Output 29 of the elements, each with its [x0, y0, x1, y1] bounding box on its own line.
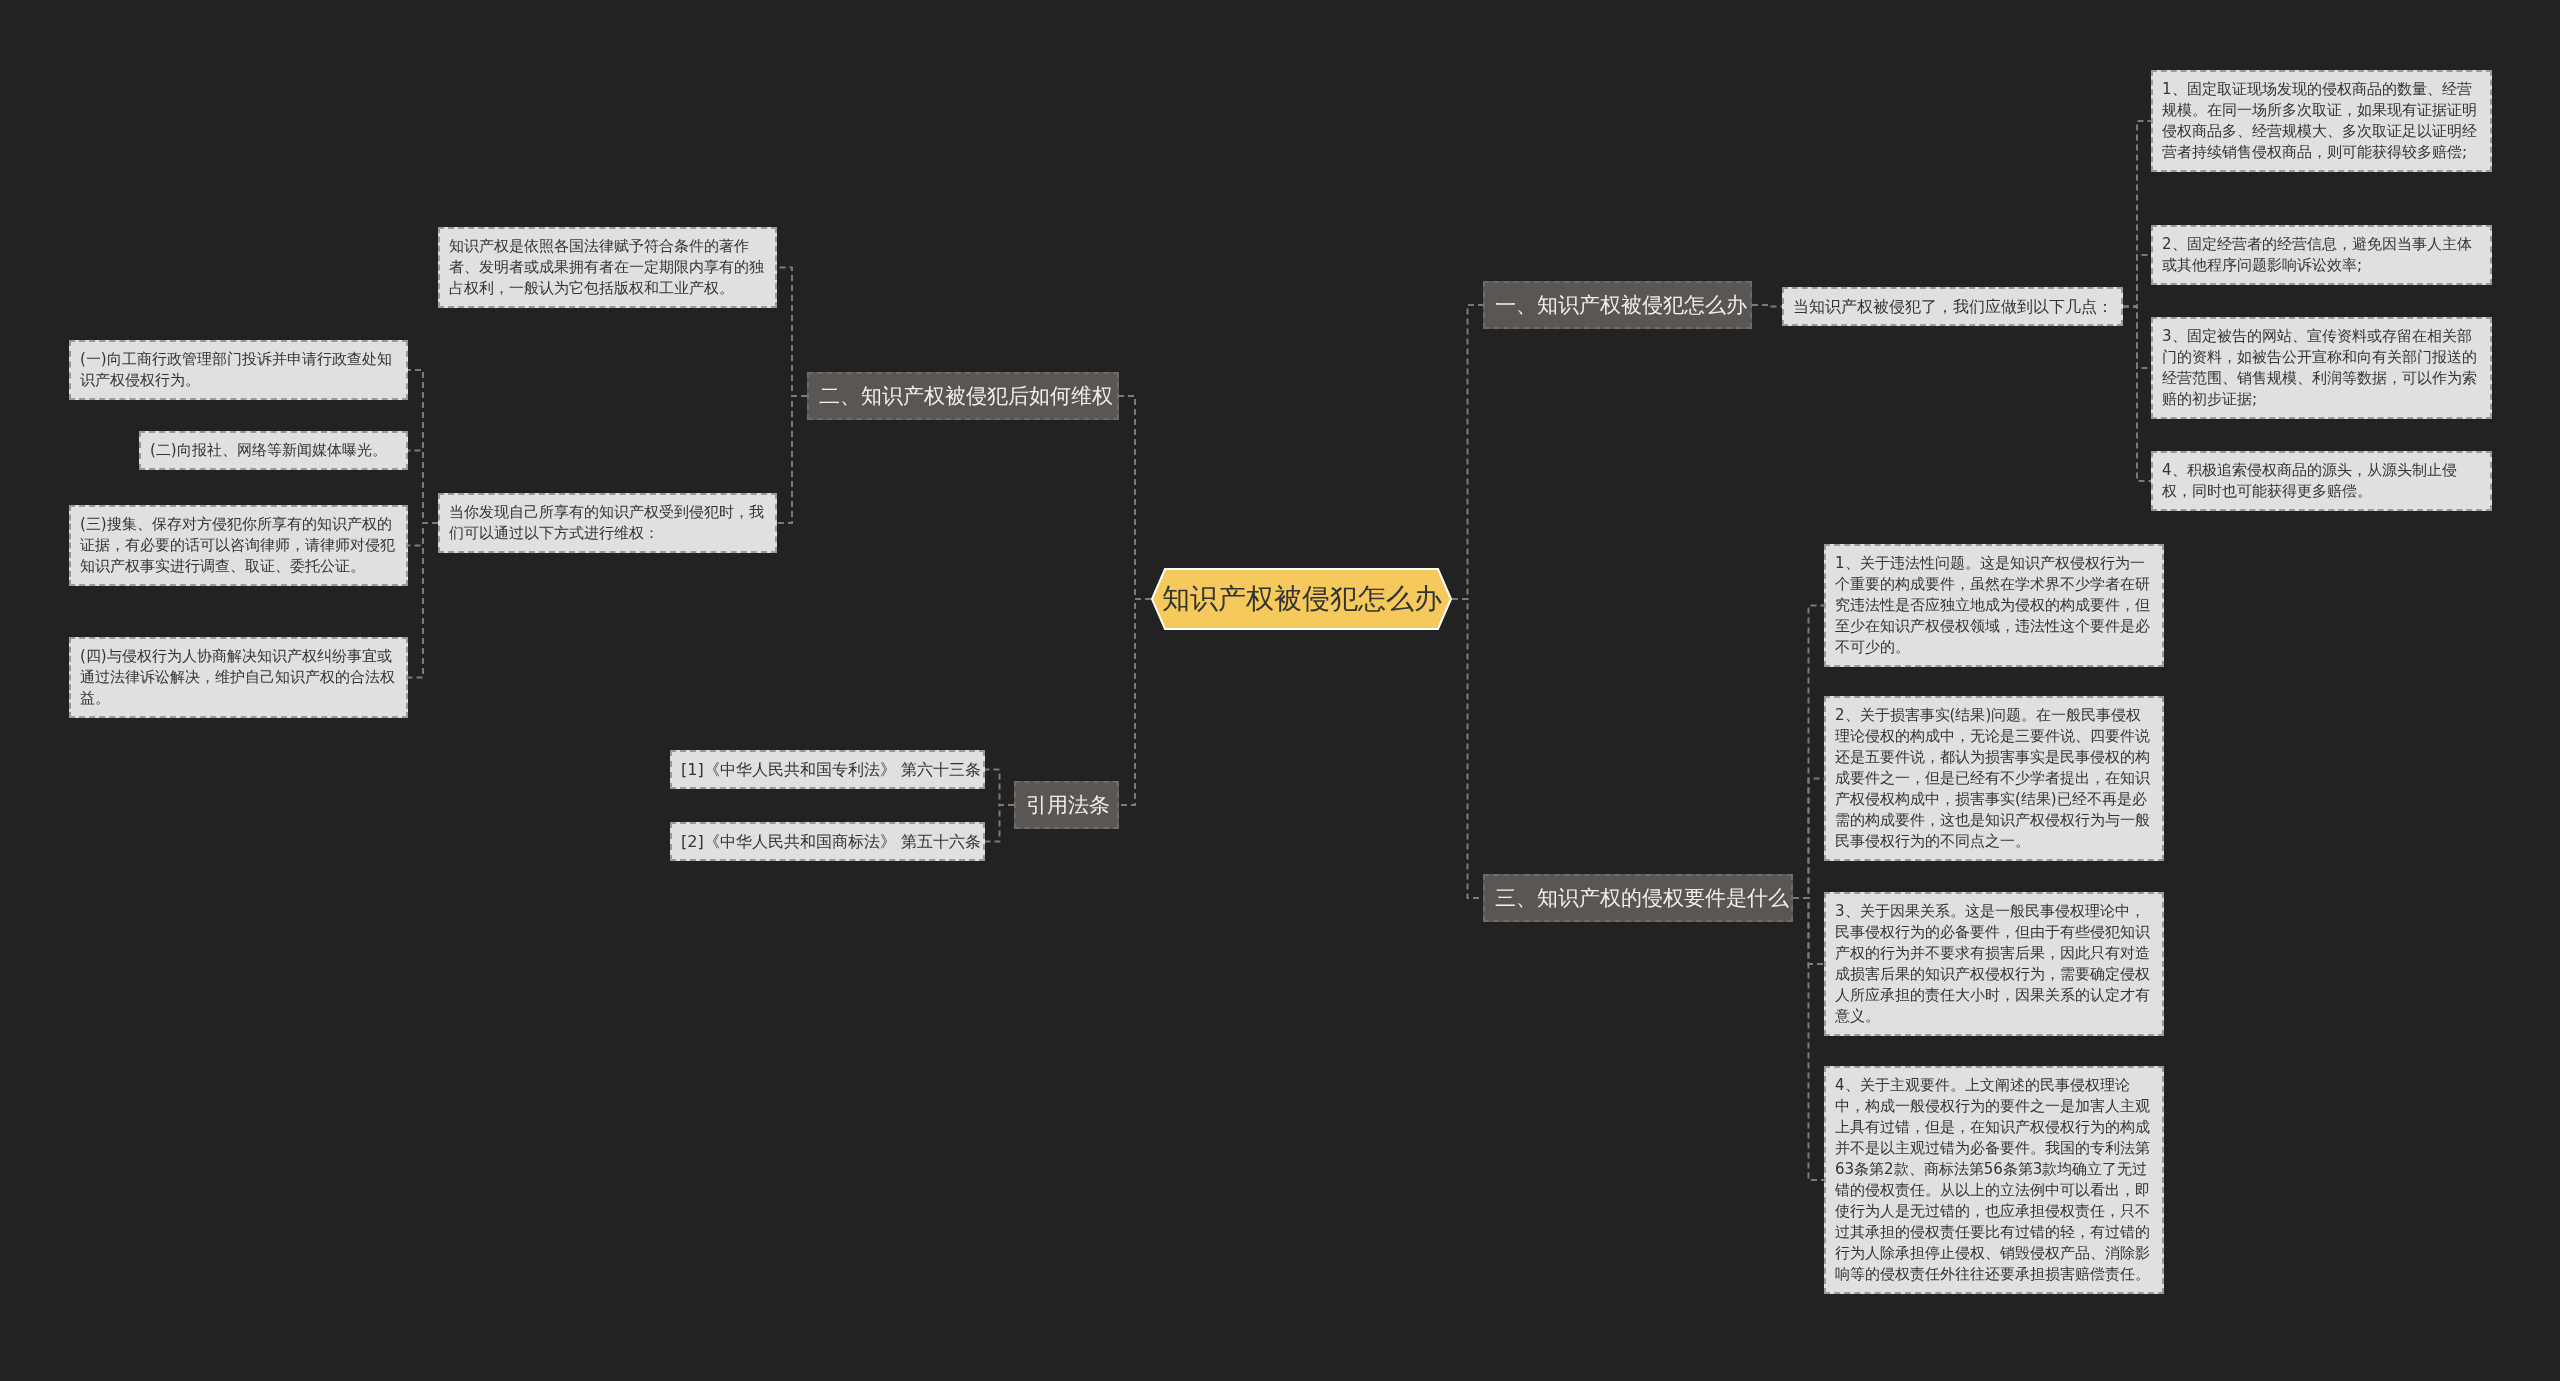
note-box: 1、关于违法性问题。这是知识产权侵权行为一个重要的构成要件，虽然在学术界不少学者在研究违法性是否应独立地成为侵权的构成要件，但至少在知识产权侵权领域，违法性这个要件是必不可少的。	[1824, 544, 2164, 667]
note-box: 3、固定被告的网站、宣传资料或存留在相关部门的资料，如被告公开宣称和向有关部门报送的经营范围、销售规模、利润等数据，可以作为索赔的初步证据;	[2151, 317, 2492, 419]
note-box: [2]《中华人民共和国商标法》 第五十六条	[670, 822, 985, 861]
connector-line	[984, 804, 1015, 843]
connector-line	[1792, 897, 1825, 1181]
connector-line	[407, 522, 439, 679]
note-box: (一)向工商行政管理部门投诉并申请行政查处知识产权侵权行为。	[69, 340, 408, 400]
connector-line	[2122, 305, 2152, 482]
note-box: 知识产权是依照各国法律赋予符合条件的著作者、发明者或成果拥有者在一定期限内享有的独占权利，一般认为它包括版权和工业产权。	[438, 227, 777, 308]
note-box: 2、关于损害事实(结果)问题。在一般民事侵权理论侵权的构成中，无论是三要件说、四要件说还是五要件说，都认为损害事实是民事侵权的构成要件之一，但是已经有不少学者提出，在知识产权侵权构成中，损害事实(结果)已经不再是必需的构成要件，这也是知识产权侵权行为与一般民事侵权行为的不同点之一。	[1824, 696, 2164, 861]
connector-line	[1751, 304, 1783, 308]
connector-line	[1118, 598, 1152, 806]
note-box: 4、积极追索侵权商品的源头，从源头制止侵权，同时也可能获得更多赔偿。	[2151, 451, 2492, 511]
note-box: 当你发现自己所享有的知识产权受到侵犯时，我们可以通过以下方式进行维权：	[438, 493, 777, 553]
note-box: (三)搜集、保存对方侵犯你所享有的知识产权的证据，有必要的话可以咨询律师，请律师对侵犯知识产权事实进行调查、取证、委托公证。	[69, 505, 408, 586]
note-box: 当知识产权被侵犯了，我们应做到以下几点：	[1782, 287, 2123, 326]
topic-box: 一、知识产权被侵犯怎么办	[1483, 281, 1752, 329]
note-box: 3、关于因果关系。这是一般民事侵权理论中，民事侵权行为的必备要件，但由于有些侵犯知识产权的行为并不要求有损害后果，因此只有对造成损害后果的知识产权侵权行为，需要确定侵权人所应承担的责任大小时，因果关系的认定才有意义。	[1824, 892, 2164, 1036]
note-box: 1、固定取证现场发现的侵权商品的数量、经营规模。在同一场所多次取证，如果现有证据证明侵权商品多、经营规模大、多次取证足以证明经营者持续销售侵权商品，则可能获得较多赔偿;	[2151, 70, 2492, 172]
topic-box: 引用法条	[1014, 781, 1119, 829]
note-box: [1]《中华人民共和国专利法》 第六十三条	[670, 750, 985, 789]
note-box: (二)向报社、网络等新闻媒体曝光。	[139, 431, 408, 470]
note-box: 4、关于主观要件。上文阐述的民事侵权理论中，构成一般侵权行为的要件之一是加害人主观上具有过错，但是，在知识产权侵权行为的构成并不是以主观过错为必备要件。我国的专利法第63条第2款、商标法第56条第3款均确立了无过错的侵权责任。从以上的立法例中可以看出，即使行为人是无过错的，也应承担侵权责任，只不过其承担的侵权责任要比有过错的轻，有过错的行为人除承担停止侵权、销毁侵权产品、消除影响等的侵权责任外往往还要承担损害赔偿责任。	[1824, 1066, 2164, 1294]
connector-line	[776, 395, 808, 524]
central-topic-hexagon: 知识产权被侵犯怎么办	[1151, 568, 1452, 630]
note-box: 2、固定经营者的经营信息，避免因当事人主体或其他程序问题影响诉讼效率;	[2151, 225, 2492, 285]
note-box: (四)与侵权行为人协商解决知识产权纠纷事宜或通过法律诉讼解决，维护自己知识产权的合法权益。	[69, 637, 408, 718]
topic-box: 二、知识产权被侵犯后如何维权	[807, 372, 1119, 420]
topic-box: 三、知识产权的侵权要件是什么	[1483, 874, 1793, 922]
